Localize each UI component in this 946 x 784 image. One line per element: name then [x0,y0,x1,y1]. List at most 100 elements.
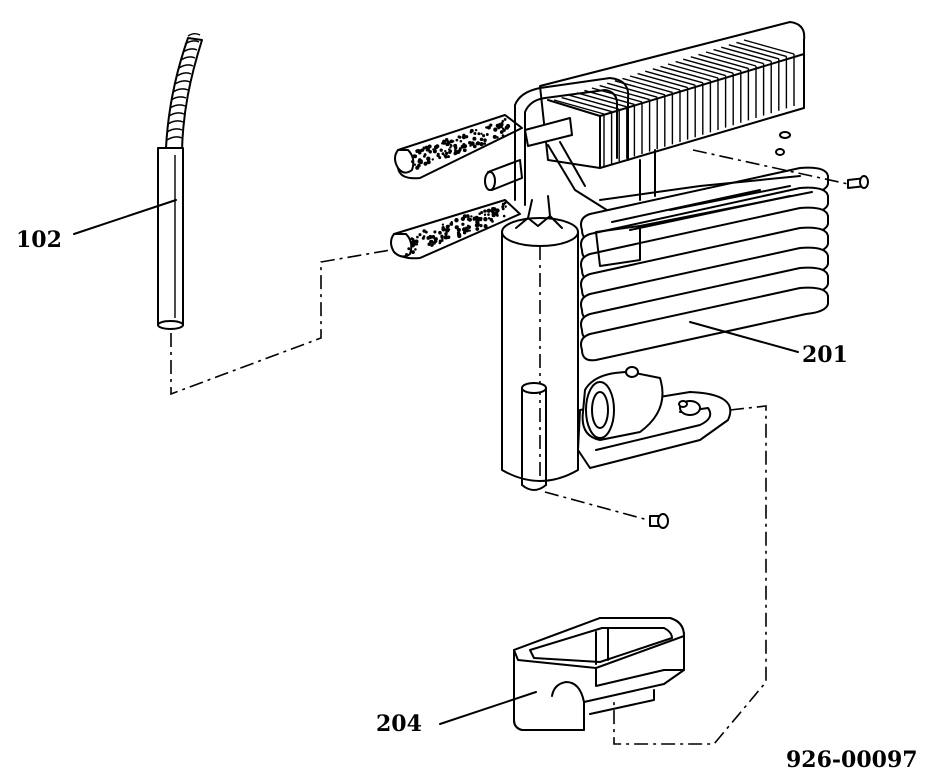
foam-dot [483,217,488,222]
fin [705,51,757,118]
foam-dot [441,227,446,232]
foam-dot [438,230,442,235]
foam-dot [449,143,452,147]
foam-dot [483,142,487,145]
foam-dot [475,142,478,145]
foam-dot [462,231,467,235]
foam-dot [445,138,449,142]
foam-dot [450,220,453,224]
fin [660,65,712,133]
screw-lower [544,491,669,529]
part-204-tray [513,617,685,731]
foam-dot [461,222,465,226]
fin [576,92,628,159]
foam-dot [467,225,471,229]
fin [622,77,674,145]
fin [599,84,651,152]
foam-dot [460,216,466,222]
fin [736,41,788,109]
foam-dot [448,150,452,154]
foam-dot [503,201,507,205]
foam-dot [446,140,450,144]
foam-dot [422,146,426,150]
tube-coil-spring [165,33,203,151]
foam-dot [470,215,473,218]
fin [743,39,795,106]
foam-dot [480,132,483,135]
foam-dot [456,227,461,232]
foam-dot [489,217,493,221]
part-201-cooling-unit [390,21,869,745]
fin [728,44,780,111]
foam-dot [442,139,446,144]
fin [584,89,636,157]
foam-dot [435,144,440,149]
foam-dot [446,235,451,240]
foam-dot [497,126,501,130]
foam-dot [459,140,463,143]
foam-dot [484,224,487,227]
foam-dot [487,217,491,220]
part-102-tube [157,33,403,396]
callout-201: 201 [689,321,848,368]
foam-dot [440,142,444,145]
foam-dot [480,211,484,214]
foam-dot [483,213,487,217]
foam-dot [421,236,425,240]
foam-dot [495,208,500,213]
burner-bracket [577,366,732,469]
foam-dot [462,214,467,219]
foam-dot [467,215,470,218]
foam-dot [427,242,431,247]
foam-dot [449,146,452,149]
foam-dot [501,120,505,123]
foam-dot [411,160,414,164]
foam-dot [474,128,478,132]
foam-dot [462,143,466,147]
foam-dot [428,234,433,240]
foam-dot [427,144,432,149]
foam-dot [479,137,484,142]
foam-pipe-upper [394,114,523,180]
foam-dot [414,248,417,251]
foam-dot [440,235,444,239]
foam-dot [420,148,425,152]
callout-label-102: 102 [16,227,62,253]
foam-dot [413,163,417,166]
foam-dot [447,155,450,159]
fin [652,68,704,135]
foam-dot [426,160,431,165]
drawing-number: 926-00097 [786,747,918,773]
foam-dot [418,233,422,237]
foam-dot [426,156,431,161]
fin [607,82,658,150]
foam-dot [429,239,433,244]
fin [683,58,734,126]
foam-dot [441,239,444,242]
foam-dot [444,232,448,236]
foam-dot [472,144,477,149]
foam-dot [438,239,443,243]
foam-dot [504,126,508,130]
foam-dot [445,224,450,229]
fin [713,48,765,116]
foam-dot [476,223,480,227]
absorber-cylinder [501,195,579,491]
foam-dot [423,153,427,157]
foam-dot [423,161,428,166]
foam-dot [473,131,477,136]
foam-dot [417,159,422,164]
fin [629,75,681,142]
foam-dot [456,149,461,155]
foam-dot [416,235,419,239]
foam-dot [477,132,481,136]
foam-dot [464,226,468,230]
foam-dot [428,150,432,154]
foam-dot [491,220,494,223]
foam-dot [447,228,451,231]
coil-loop [580,286,829,362]
foam-dot [424,230,428,234]
foam-dot [472,136,477,141]
foam-dot [469,144,472,147]
foam-dot [444,154,448,159]
